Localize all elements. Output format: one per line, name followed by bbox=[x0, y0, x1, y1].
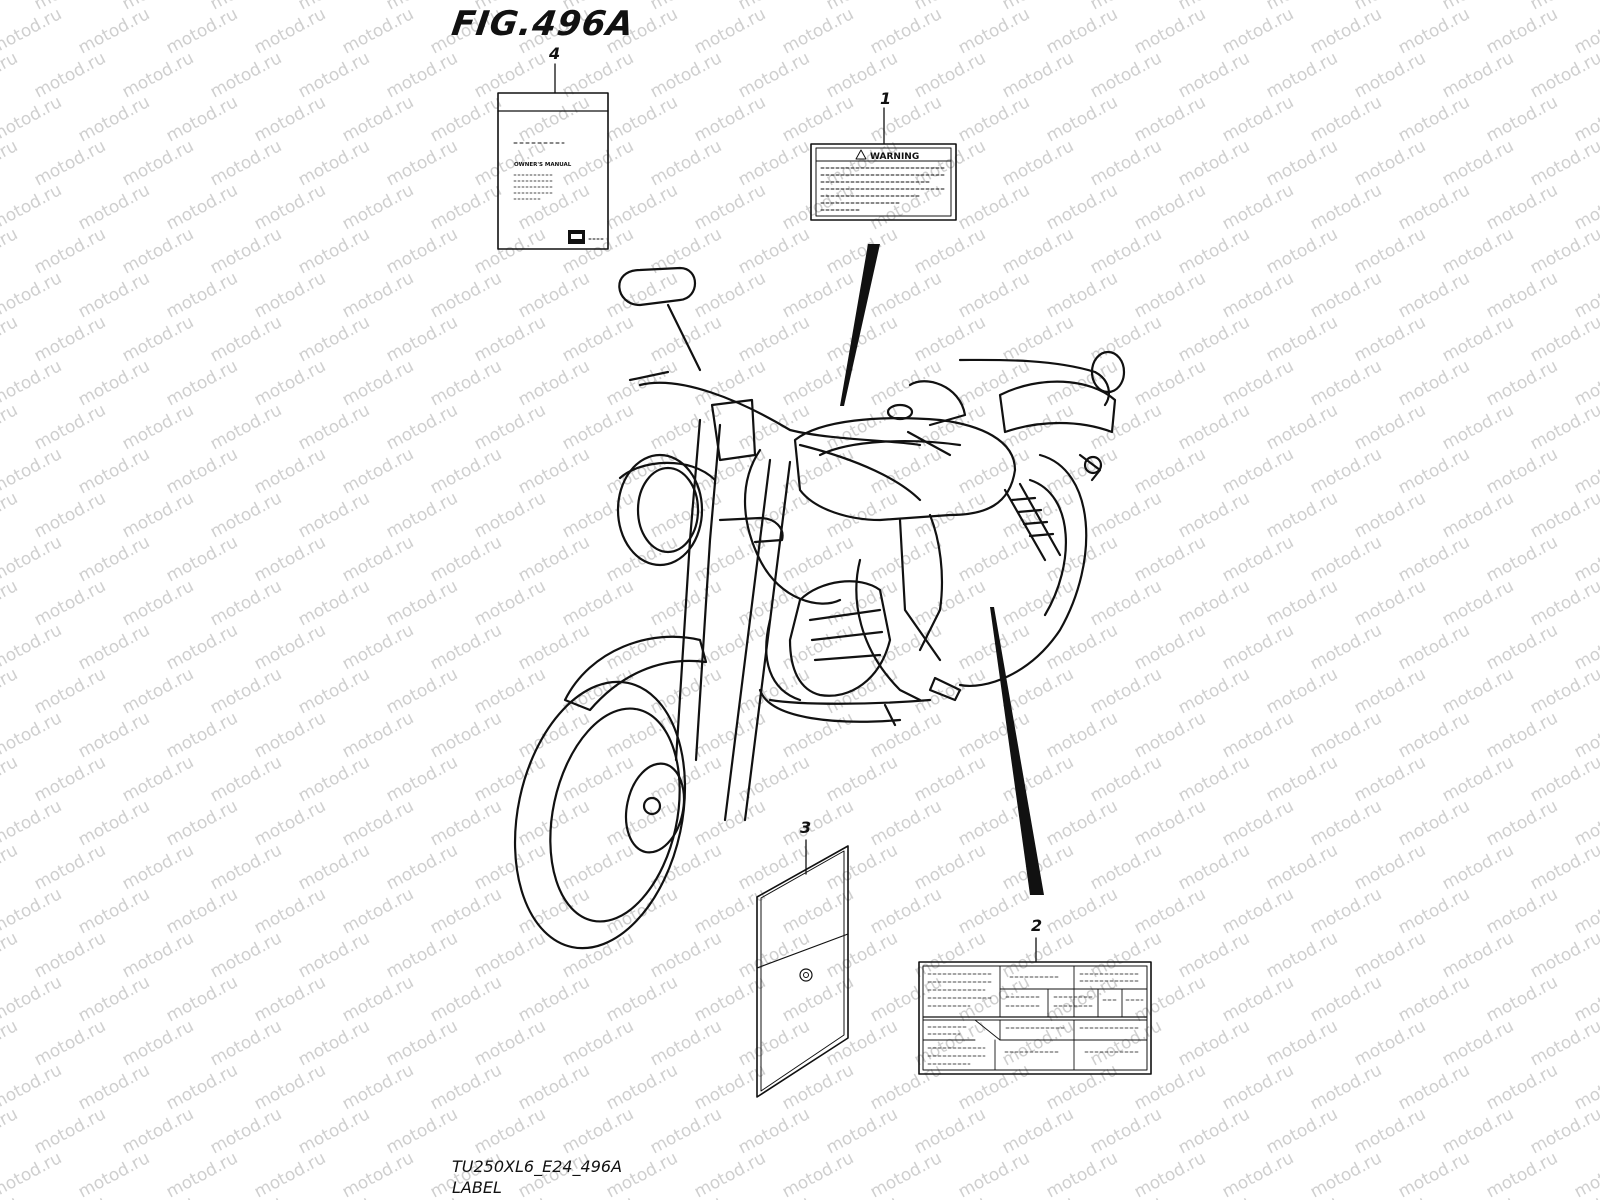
leader-wedge-2 bbox=[990, 607, 1044, 895]
manual-title: OWNER'S MANUAL bbox=[514, 162, 572, 168]
watermark-text: motod.ru bbox=[0, 1192, 21, 1200]
motorcycle-drawing bbox=[513, 266, 1126, 950]
callout-3: 3 bbox=[800, 818, 812, 837]
owners-manual: OWNER'S MANUAL bbox=[497, 92, 609, 250]
leader-wedge-1 bbox=[840, 244, 880, 406]
callout-1: 1 bbox=[880, 89, 892, 108]
callout-4: 4 bbox=[549, 44, 561, 63]
figure-code: TU250XL6_E24_496A bbox=[452, 1157, 623, 1176]
protective-sheet bbox=[756, 845, 849, 1098]
callout-2: 2 bbox=[1031, 916, 1043, 935]
information-label bbox=[918, 961, 1152, 1075]
figure-title: FIG.496A bbox=[449, 4, 637, 44]
figure-caption: LABEL bbox=[452, 1178, 502, 1197]
warning-label: WARNING bbox=[810, 143, 957, 221]
warning-heading: WARNING bbox=[870, 152, 919, 162]
